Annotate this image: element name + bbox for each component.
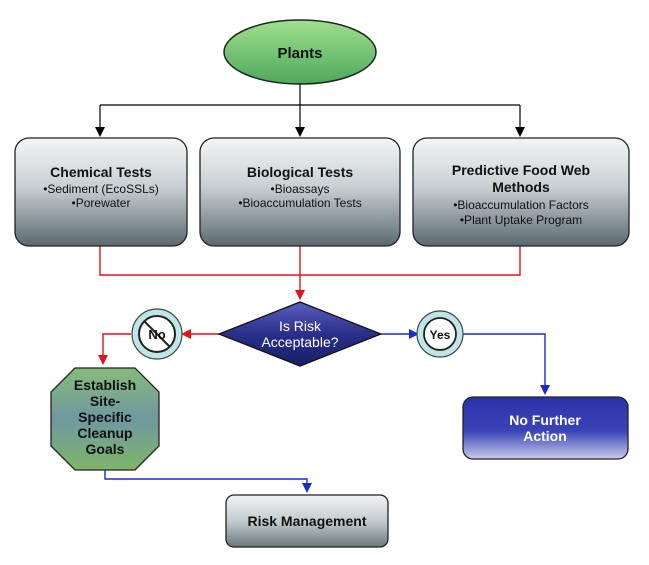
yes-label: Yes	[430, 328, 451, 342]
connector-chemical-down	[99, 246, 521, 276]
establish-line-5: Goals	[86, 441, 125, 457]
node-no-further-action: No Further Action	[462, 396, 629, 460]
decision-line-1: Is Risk	[279, 318, 322, 334]
connectors	[95, 84, 550, 493]
establish-line-4: Cleanup	[77, 425, 132, 441]
arrow-no-to-establish	[98, 333, 131, 365]
node-risk-management: Risk Management	[225, 494, 389, 548]
decision-line-2: Acceptable?	[261, 334, 338, 350]
chemical-title: Chemical Tests	[50, 164, 152, 180]
no-label: No	[148, 327, 165, 342]
biological-item-1: •Bioassays	[271, 182, 330, 196]
arrow-establish-to-riskmgmt	[104, 470, 312, 493]
arrow-yes-to-nofurther	[463, 333, 550, 395]
predictive-item-2: •Plant Uptake Program	[460, 213, 582, 227]
biological-title: Biological Tests	[247, 164, 354, 180]
node-decision: Is Risk Acceptable?	[217, 301, 383, 367]
predictive-item-1: •Bioaccumulation Factors	[453, 198, 589, 212]
establish-line-3: Specific	[78, 409, 132, 425]
chemical-item-2: •Porewater	[72, 196, 131, 210]
establish-line-1: Establish	[74, 377, 136, 393]
risk-management-label: Risk Management	[247, 513, 366, 529]
node-plants: Plants	[223, 19, 377, 85]
no-further-line-2: Action	[523, 428, 567, 444]
node-biological-tests: Biological Tests •Bioassays •Bioaccumula…	[199, 137, 401, 247]
node-chemical-tests: Chemical Tests •Sediment (EcoSSLs) •Pore…	[14, 137, 188, 247]
predictive-title-2: Methods	[492, 179, 550, 195]
plants-label: Plants	[277, 45, 322, 62]
node-establish-goals: Establish Site- Specific Cleanup Goals	[50, 367, 160, 471]
node-yes: Yes	[416, 310, 464, 358]
biological-item-2: •Bioaccumulation Tests	[238, 196, 361, 210]
node-predictive-methods: Predictive Food Web Methods •Bioaccumula…	[412, 137, 630, 247]
establish-line-2: Site-	[90, 393, 121, 409]
no-further-line-1: No Further	[509, 412, 581, 428]
node-no: No	[131, 308, 183, 360]
prohibited-icon	[143, 320, 171, 348]
chemical-item-1: •Sediment (EcoSSLs)	[43, 182, 159, 196]
predictive-title-1: Predictive Food Web	[452, 162, 590, 178]
